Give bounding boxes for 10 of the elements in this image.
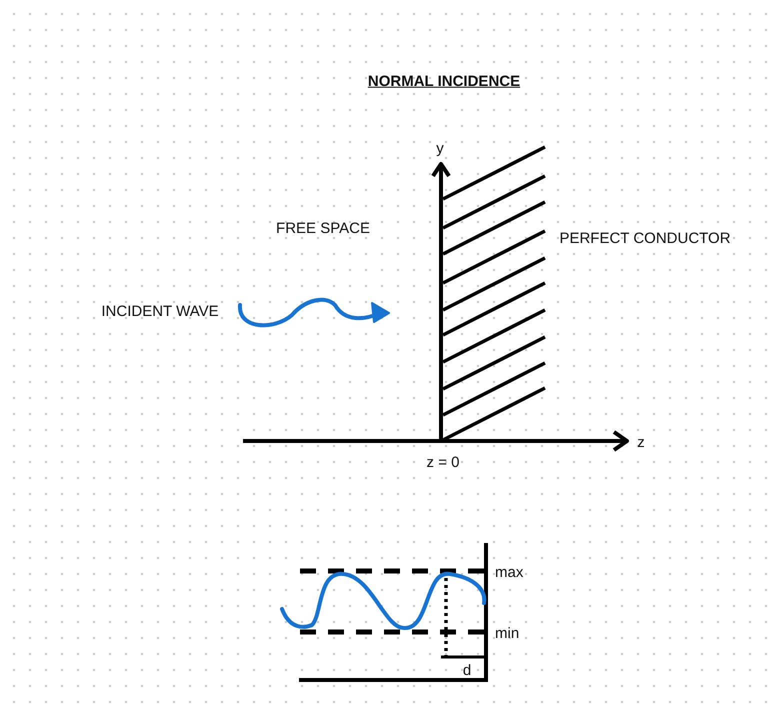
position-label: z = 0 [426, 454, 460, 472]
axis-label: z [637, 434, 645, 452]
title: NORMAL INCIDENCE [368, 74, 520, 90]
level-label: max [495, 564, 524, 582]
region-label: PERFECT CONDUCTOR [559, 230, 731, 248]
wave-label: INCIDENT WAVE [101, 304, 219, 320]
distance-label: d [462, 662, 472, 680]
region-label: FREE SPACE [276, 220, 370, 238]
level-label: min [495, 626, 520, 642]
axis-label: y [436, 140, 444, 158]
